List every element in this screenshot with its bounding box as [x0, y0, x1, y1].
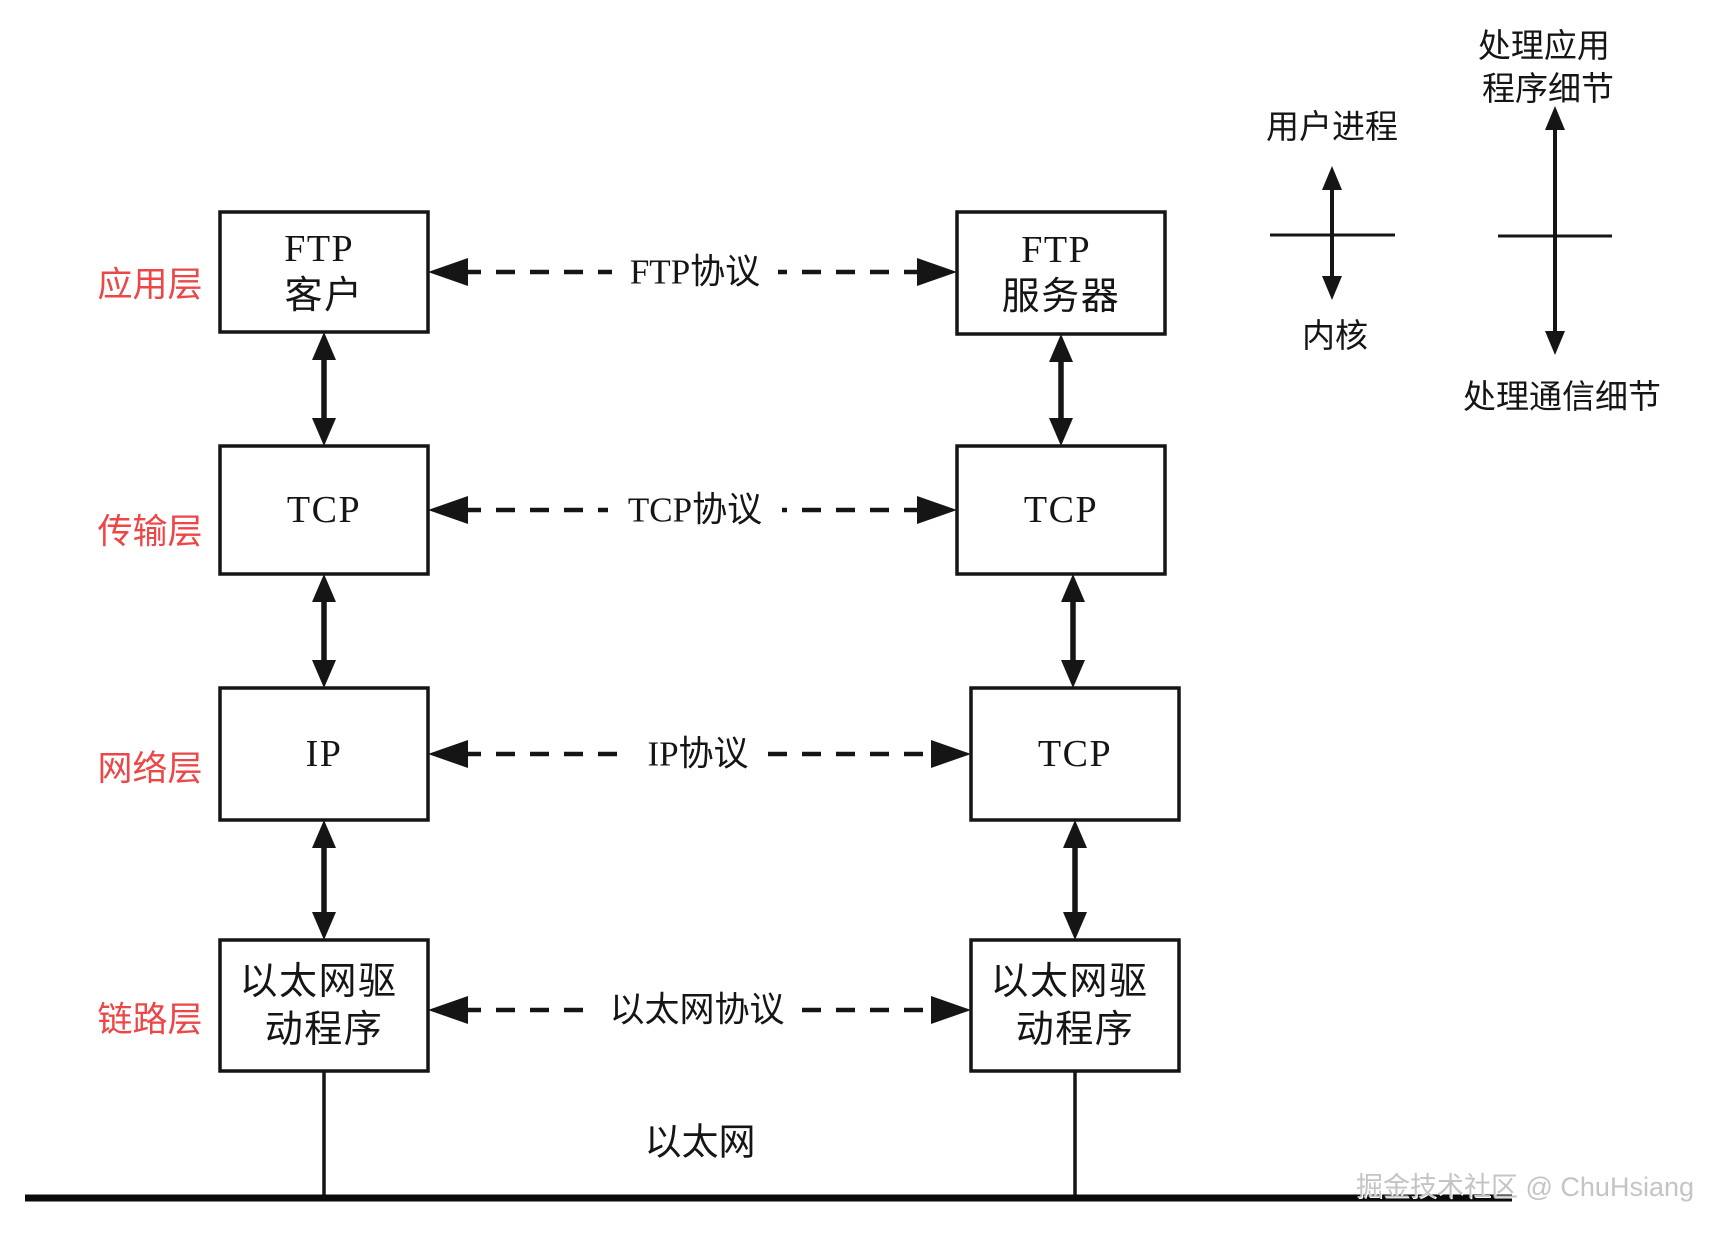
arrow-up-icon [1322, 166, 1342, 190]
arrow-up-icon [312, 820, 336, 848]
box-ip-client-label: IP [306, 733, 343, 775]
ethernet-protocol-arrow: 以太网协议 [428, 988, 971, 1032]
arrow-right-icon [931, 740, 971, 768]
ftp-protocol-arrow: FTP协议 [428, 250, 957, 294]
box-ftp-client [218, 210, 430, 334]
box-ftp-client-label: FTP 客户 [284, 228, 364, 317]
arrow-down-icon [1063, 912, 1087, 940]
box-ethernet-driver-client [218, 938, 430, 1073]
arrow-down-icon [312, 418, 336, 446]
comm-detail-label: 处理通信细节 [1463, 379, 1661, 416]
ethernet-protocol-label: 以太网协议 [609, 991, 784, 1030]
vertical-arrow-client-transport-network [312, 574, 336, 688]
arrow-down-icon [312, 660, 336, 688]
arrow-down-icon [1061, 660, 1085, 688]
tcp-protocol-label: TCP协议 [628, 491, 762, 530]
arrow-up-icon [1545, 106, 1565, 130]
vertical-arrow-server-app-transport [1049, 334, 1073, 446]
app-detail-label: 处理应用 程序细节 [1478, 28, 1618, 108]
vertical-arrow-server-transport-network [1061, 574, 1085, 688]
kernel-label: 内核 [1302, 318, 1368, 355]
arrow-left-icon [428, 740, 468, 768]
vertical-arrow-client-network-link [312, 820, 336, 940]
arrow-right-icon [917, 496, 957, 524]
arrow-right-icon [917, 258, 957, 286]
arrow-left-icon [428, 996, 468, 1024]
ftp-protocol-label: FTP协议 [630, 253, 760, 292]
arrow-right-icon [931, 996, 971, 1024]
arrow-down-icon [1322, 276, 1342, 300]
vertical-arrow-server-network-link [1063, 820, 1087, 940]
arrow-up-icon [1061, 574, 1085, 602]
layer-label-link: 链路层 [97, 1001, 202, 1040]
arrow-left-icon [428, 258, 468, 286]
vertical-arrow-client-app-transport [312, 332, 336, 446]
user-process-label: 用户进程 [1266, 109, 1398, 146]
arrow-left-icon [428, 496, 468, 524]
layer-label-application: 应用层 [97, 266, 202, 305]
ip-protocol-label: IP协议 [647, 735, 748, 774]
box-network-server [969, 686, 1181, 822]
layer-label-transport: 传输层 [97, 513, 202, 552]
ethernet-label: 以太网 [645, 1123, 756, 1164]
arrow-down-icon [1545, 331, 1565, 355]
box-ethernet-driver-client-label: 以太网驱 动程序 [239, 961, 408, 1051]
arrow-up-icon [312, 332, 336, 360]
box-tcp-client-label: TCP [287, 489, 361, 531]
box-tcp-server-label: TCP [1024, 489, 1098, 531]
user-kernel-legend: 用户进程 内核 [1266, 109, 1398, 355]
arrow-down-icon [1049, 418, 1073, 446]
box-ftp-server-label: FTP 服务器 [1002, 229, 1121, 318]
box-ethernet-driver-server [969, 938, 1181, 1073]
arrow-up-icon [312, 574, 336, 602]
detail-legend: 处理应用 程序细节 处理通信细节 [1463, 28, 1661, 416]
ip-protocol-arrow: IP协议 [428, 732, 971, 776]
arrow-up-icon [1049, 334, 1073, 362]
arrow-up-icon [1063, 820, 1087, 848]
box-ftp-server [955, 210, 1167, 336]
box-ethernet-driver-server-label: 以太网驱 动程序 [990, 961, 1159, 1051]
watermark: 掘金技术社区 @ ChuHsiang [1356, 1172, 1694, 1202]
box-network-server-label: TCP [1038, 733, 1112, 775]
box-tcp-server [955, 444, 1167, 576]
arrow-down-icon [312, 912, 336, 940]
layer-label-network: 网络层 [97, 750, 202, 789]
tcp-protocol-arrow: TCP协议 [428, 488, 957, 532]
